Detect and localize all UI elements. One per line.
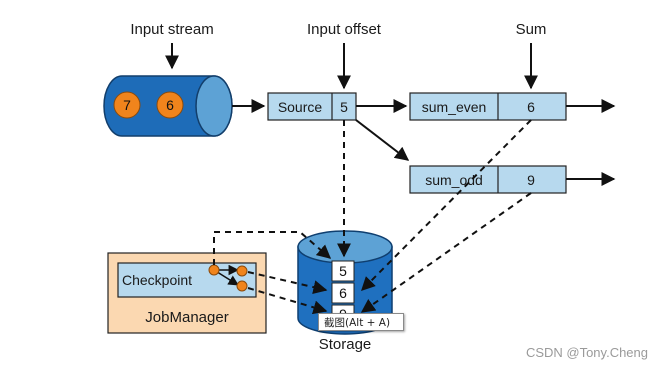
- job-manager-label: JobManager: [145, 309, 228, 326]
- storage-cell: 6: [331, 282, 355, 304]
- stream-event-6: 6: [156, 91, 184, 119]
- watermark: CSDN @Tony.Cheng: [525, 345, 648, 360]
- sum-odd-label: sum_odd: [425, 172, 483, 188]
- storage-value: 6: [339, 285, 347, 301]
- sum-odd-operator: sum_odd 9: [409, 165, 567, 194]
- arrow-right-icon: [355, 119, 410, 161]
- sum-even-operator: sum_even 6: [409, 92, 567, 121]
- storage-cell: 5: [331, 260, 355, 282]
- source-operator: Source 5: [267, 92, 357, 121]
- source-offset: 5: [340, 99, 348, 115]
- sum-label: Sum: [516, 21, 547, 38]
- snapshot-arrow: [361, 119, 532, 291]
- storage-label: Storage: [319, 336, 372, 353]
- sum-even-value: 6: [527, 99, 535, 115]
- checkpoint-node: [208, 264, 220, 276]
- checkpoint-coordinator: Checkpoint: [117, 262, 257, 298]
- stream-event-7: 7: [113, 91, 141, 119]
- source-label: Source: [278, 99, 323, 115]
- checkpoint-node: [236, 280, 248, 292]
- checkpoint-barrier-arrow: [213, 231, 332, 265]
- input-stream-label: Input stream: [130, 21, 213, 38]
- sum-even-label: sum_even: [422, 99, 487, 115]
- screenshot-tooltip: 截图(Alt + A): [318, 313, 404, 331]
- checkpoint-node: [236, 265, 248, 277]
- storage-value: 5: [339, 263, 347, 279]
- sum-odd-value: 9: [527, 172, 535, 188]
- snapshot-arrow: [360, 192, 532, 313]
- stream-event-label: 6: [166, 97, 174, 113]
- checkpoint-label: Checkpoint: [122, 272, 192, 288]
- input-offset-label: Input offset: [307, 21, 382, 38]
- checkpoint-barrier-arrow: [247, 271, 328, 294]
- stream-event-label: 7: [123, 97, 131, 113]
- checkpoint-barrier-arrow: [247, 287, 328, 315]
